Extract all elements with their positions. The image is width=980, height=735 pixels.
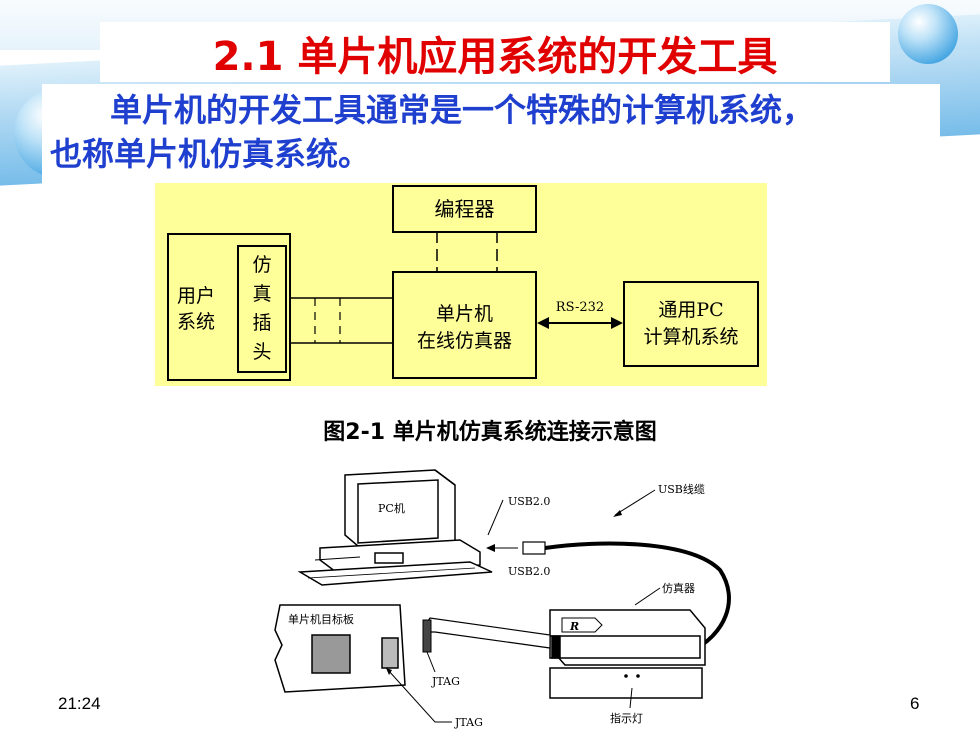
slide-title: 2.1 单片机应用系统的开发工具 <box>212 34 778 80</box>
jtag-ribbon <box>424 617 551 649</box>
plug-char-1: 仿 <box>252 254 272 276</box>
usb-plug <box>522 541 546 555</box>
usb-top-pointer <box>487 499 504 536</box>
emulator-label: 仿真器 <box>662 581 695 595</box>
diagram-connectors: RS-232 <box>287 231 623 344</box>
programmer-box: 编程器 <box>392 185 537 233</box>
usb-port-top-label: USB2.0 <box>508 495 550 508</box>
jtag-lower-arrowhead <box>386 668 392 675</box>
emulator-label-2: 在线仿真器 <box>416 330 512 352</box>
usb-cable <box>544 541 731 654</box>
emulator-label-1: 单片机 <box>435 303 493 325</box>
decorative-bubble-right <box>898 4 958 64</box>
rs232-arrowhead-left <box>537 317 549 329</box>
target-board <box>274 604 406 693</box>
block-diagram: RS-232 编程器 用户 系统 仿 真 插 头 单片机 在线仿真器 通用PC … <box>155 183 767 386</box>
pc-drive-slot <box>314 556 361 561</box>
pc-label-1: 通用PC <box>658 299 724 321</box>
pc-label: PC机 <box>378 501 405 515</box>
pc-base <box>297 539 493 586</box>
usb-cable-arrowhead <box>613 510 622 517</box>
programmer-label: 编程器 <box>434 197 495 221</box>
jtag-lower-label: JTAG <box>454 716 483 729</box>
indicator-pointer <box>629 687 633 709</box>
intro-line-2: 也称单片机仿真系统。 <box>50 135 371 173</box>
plug-char-3: 插 <box>252 312 272 334</box>
jtag-upper-pointer <box>426 651 436 673</box>
jtag-lower-pointer <box>387 669 452 723</box>
rs232-label: RS-232 <box>556 300 604 315</box>
emulator-connection-illustration: PC机 USB2.0 USB2.0 USB线缆 R 仿真器 指示灯 JTAG 单… <box>274 469 731 729</box>
plug-char-4: 头 <box>252 341 272 363</box>
emulator-pointer <box>634 587 661 606</box>
emulator-logo: R <box>569 620 579 633</box>
usb-cable-pointer <box>614 489 656 516</box>
intro-text: 单片机的开发工具通常是一个特殊的计算机系统， 也称单片机仿真系统。 <box>50 88 940 176</box>
diagram-caption: 图2-1 单片机仿真系统连接示意图 <box>323 420 657 445</box>
emulator-box: 单片机 在线仿真器 <box>392 271 537 379</box>
usb-arrowhead <box>486 544 495 552</box>
jtag-connector <box>422 619 432 653</box>
indicator-led-2 <box>636 674 640 678</box>
page-number: 6 <box>910 694 920 713</box>
pc-system-box: 通用PC 计算机系统 <box>623 281 759 367</box>
plug-char-2: 真 <box>252 283 272 305</box>
usb-cable-label: USB线缆 <box>658 482 705 496</box>
footer-time: 21:24 <box>58 694 101 713</box>
pc-label-2: 计算机系统 <box>643 326 739 348</box>
jtag-upper-label: JTAG <box>431 675 460 688</box>
intro-backdrop <box>42 84 940 184</box>
indicator-label: 指示灯 <box>610 711 643 725</box>
emulator-device <box>549 609 706 699</box>
usb-port-bottom-label: USB2.0 <box>508 565 550 578</box>
emulation-plug-box: 仿 真 插 头 <box>237 245 287 373</box>
title-backdrop <box>100 22 890 82</box>
indicator-led-1 <box>624 674 628 678</box>
target-board-label: 单片机目标板 <box>288 612 354 626</box>
rs232-arrowhead-right <box>611 317 623 329</box>
intro-line-1: 单片机的开发工具通常是一个特殊的计算机系统， <box>110 91 815 129</box>
user-system-label: 用户 系统 <box>177 285 216 333</box>
